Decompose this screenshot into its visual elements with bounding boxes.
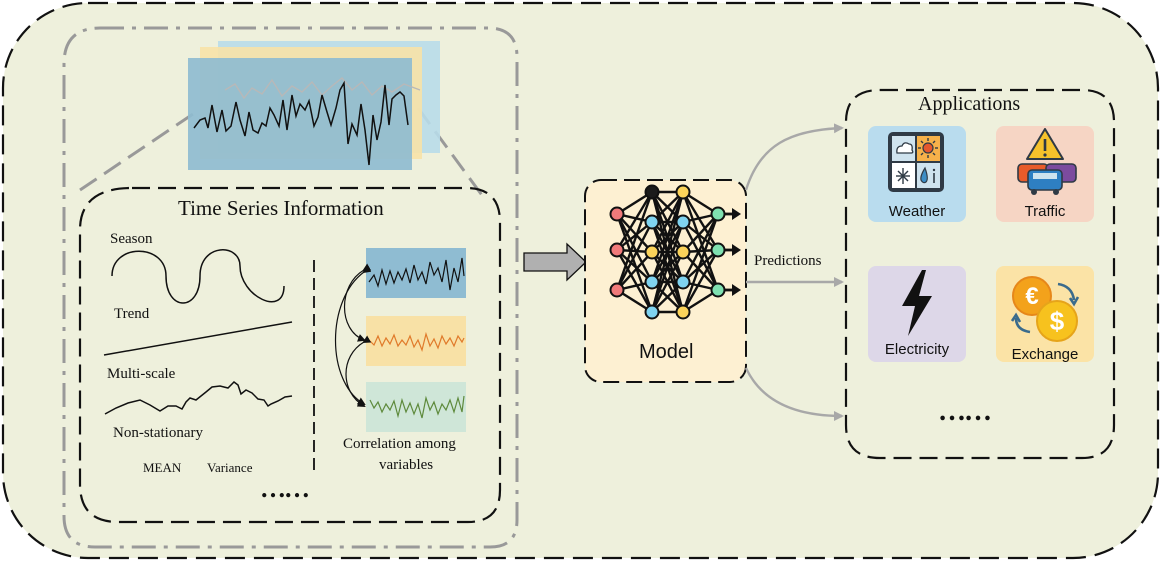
trend-label: Trend xyxy=(114,306,150,322)
nn-node xyxy=(644,244,660,260)
correlation-label-line2: variables xyxy=(379,457,434,473)
nn-node xyxy=(644,304,660,320)
nn-connection xyxy=(615,213,654,283)
nn-connection xyxy=(681,191,720,251)
series-main xyxy=(193,80,409,166)
nn-node xyxy=(675,214,691,230)
panel-front-blue xyxy=(188,58,412,170)
svg-text:$: $ xyxy=(1050,306,1065,336)
model-label: Model xyxy=(639,341,694,363)
nn-connection xyxy=(681,213,720,313)
nn-connection xyxy=(650,191,685,283)
nn-node xyxy=(710,282,726,298)
applications-ellipsis: …… xyxy=(938,396,992,427)
info-container xyxy=(78,186,502,524)
variable-panel-green xyxy=(366,382,466,432)
application-traffic-label: Traffic xyxy=(1024,203,1066,220)
currency-exchange-icon: € $ xyxy=(1010,276,1080,342)
season-label: Season xyxy=(110,231,153,247)
nn-node xyxy=(675,304,691,320)
nn-node xyxy=(609,282,625,298)
nn-connection xyxy=(682,251,719,291)
nn-node xyxy=(710,206,726,222)
nn-output-arrowhead xyxy=(732,244,741,256)
predictions-label: Predictions xyxy=(754,253,822,269)
nn-node xyxy=(710,242,726,258)
application-weather-label: Weather xyxy=(888,203,946,220)
nn-node xyxy=(675,184,691,200)
nn-connection xyxy=(650,191,685,313)
svg-text:€: € xyxy=(1025,283,1038,310)
mean-label: MEAN xyxy=(143,460,182,475)
info-title: Time Series Information xyxy=(178,196,384,220)
correlation-label-line1: Correlation among xyxy=(343,436,456,452)
variance-label: Variance xyxy=(207,460,253,475)
nn-connection xyxy=(650,251,685,313)
nn-connection xyxy=(681,221,720,291)
application-exchange-label: Exchange xyxy=(1011,346,1079,363)
variable-series-orange xyxy=(368,331,465,352)
weather-icon xyxy=(888,132,944,192)
nn-output-arrowhead xyxy=(732,284,741,296)
application-electricity-card: Electricity xyxy=(868,266,966,362)
trend-line xyxy=(103,321,293,356)
nn-node xyxy=(609,206,625,222)
nn-node xyxy=(675,274,691,290)
nn-connection xyxy=(650,191,685,253)
application-traffic-card: Traffic xyxy=(996,126,1094,222)
application-weather-card: Weather xyxy=(868,126,966,222)
nn-node xyxy=(644,214,660,230)
variable-series-blue xyxy=(368,257,465,291)
nn-node xyxy=(675,244,691,260)
nn-connection xyxy=(615,191,654,291)
correlation-arrow-3 xyxy=(345,335,372,408)
application-exchange-card: € $ Exchange xyxy=(996,266,1094,363)
nn-connection xyxy=(615,221,654,291)
season-curve xyxy=(111,249,285,304)
multiscale-curve xyxy=(104,381,293,415)
input-arrow xyxy=(523,242,587,282)
correlation-arrow-2 xyxy=(334,265,372,406)
nn-connection xyxy=(615,191,654,251)
correlation-arrow-1 xyxy=(344,263,372,342)
nn-node xyxy=(609,242,625,258)
nn-output-arrowhead xyxy=(732,208,741,220)
nn-connection xyxy=(616,213,653,253)
nn-connection xyxy=(615,249,654,313)
multiscale-label: Multi-scale xyxy=(107,366,176,382)
output-arrow-top xyxy=(744,123,844,191)
zoom-line-left xyxy=(79,110,197,192)
application-electricity-label: Electricity xyxy=(884,341,950,358)
nn-connection xyxy=(682,213,719,253)
nn-connection xyxy=(650,221,685,313)
variable-series-green xyxy=(369,395,465,419)
nn-node xyxy=(644,274,660,290)
nn-node xyxy=(644,184,660,200)
traffic-icon xyxy=(1017,128,1077,195)
nn-connection xyxy=(681,249,720,313)
applications-container xyxy=(844,88,1116,460)
data-container xyxy=(62,26,519,549)
series-faint xyxy=(224,77,421,100)
nn-connection xyxy=(681,191,720,291)
info-ellipsis: …… xyxy=(260,474,310,503)
lightning-icon xyxy=(902,270,932,336)
nonstationary-label: Non-stationary xyxy=(113,425,203,441)
applications-title: Applications xyxy=(918,93,1021,115)
output-arrow-bottom xyxy=(744,367,844,421)
nn-connection xyxy=(616,251,653,291)
variable-panel-orange xyxy=(366,316,466,366)
nn-connection xyxy=(681,213,720,283)
nn-connection xyxy=(615,213,654,313)
nn-connection xyxy=(616,249,653,283)
